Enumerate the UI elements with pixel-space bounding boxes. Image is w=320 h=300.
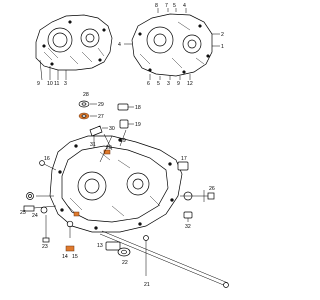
- left-crankcase-half: [35, 14, 113, 81]
- callout-label-19-top: 19: [135, 122, 141, 128]
- callout-label-7: 7: [165, 3, 168, 9]
- callout-label-9-left: 9: [37, 81, 40, 87]
- left-side-fasteners: [23, 160, 75, 252]
- callout-label-17: 17: [181, 156, 187, 162]
- callout-label-26: 26: [209, 186, 215, 192]
- callout-label-12: 12: [187, 81, 193, 87]
- crankcase-parts-diagram: 9 10 11 3 8 7 5 4 4 2 1 6 5 3 9 12: [20, 3, 229, 288]
- callout-label-4-top: 4: [183, 3, 186, 9]
- callout-label-22: 22: [122, 260, 128, 266]
- callout-label-1: 1: [221, 44, 224, 50]
- callout-label-18: 18: [135, 105, 141, 111]
- callout-label-30: 30: [109, 126, 115, 132]
- upper-case-bolts: [93, 129, 127, 163]
- callout-label-2: 2: [221, 32, 224, 38]
- callout-label-3-bottom: 3: [167, 81, 170, 87]
- callout-label-15: 15: [72, 254, 78, 260]
- callout-label-11: 11: [54, 81, 59, 87]
- callout-label-28-top: 28: [83, 92, 89, 98]
- callout-label-25: 25: [20, 210, 26, 216]
- callout-label-23: 23: [42, 244, 48, 250]
- callout-label-10: 10: [47, 81, 53, 87]
- callout-label-6: 6: [147, 81, 150, 87]
- callout-label-19-mid: 19: [120, 138, 126, 144]
- callout-label-5-top: 5: [173, 3, 176, 9]
- callout-label-3-left: 3: [64, 81, 67, 87]
- callout-label-20: 20: [106, 145, 112, 151]
- callout-label-32: 32: [185, 224, 191, 230]
- callout-label-5-bottom: 5: [157, 81, 160, 87]
- right-crankcase-half: [124, 8, 220, 80]
- oil-seal-group: [78, 100, 134, 137]
- callout-label-13: 13: [97, 243, 103, 249]
- callout-label-16: 16: [44, 156, 50, 162]
- callout-label-21: 21: [144, 282, 150, 288]
- callout-label-31: 31: [90, 142, 96, 148]
- engine-mount-stud: [99, 230, 229, 288]
- callout-label-24: 24: [32, 213, 38, 219]
- callout-label-8: 8: [155, 3, 158, 9]
- right-side-fasteners: [177, 161, 215, 222]
- callout-label-29: 29: [98, 102, 104, 108]
- callout-label-14: 14: [62, 254, 68, 260]
- callout-label-27: 27: [98, 114, 104, 120]
- assembled-crankcase: [49, 135, 183, 233]
- callout-label-4-side: 4: [118, 42, 121, 48]
- callout-label-9-bottom: 9: [177, 81, 180, 87]
